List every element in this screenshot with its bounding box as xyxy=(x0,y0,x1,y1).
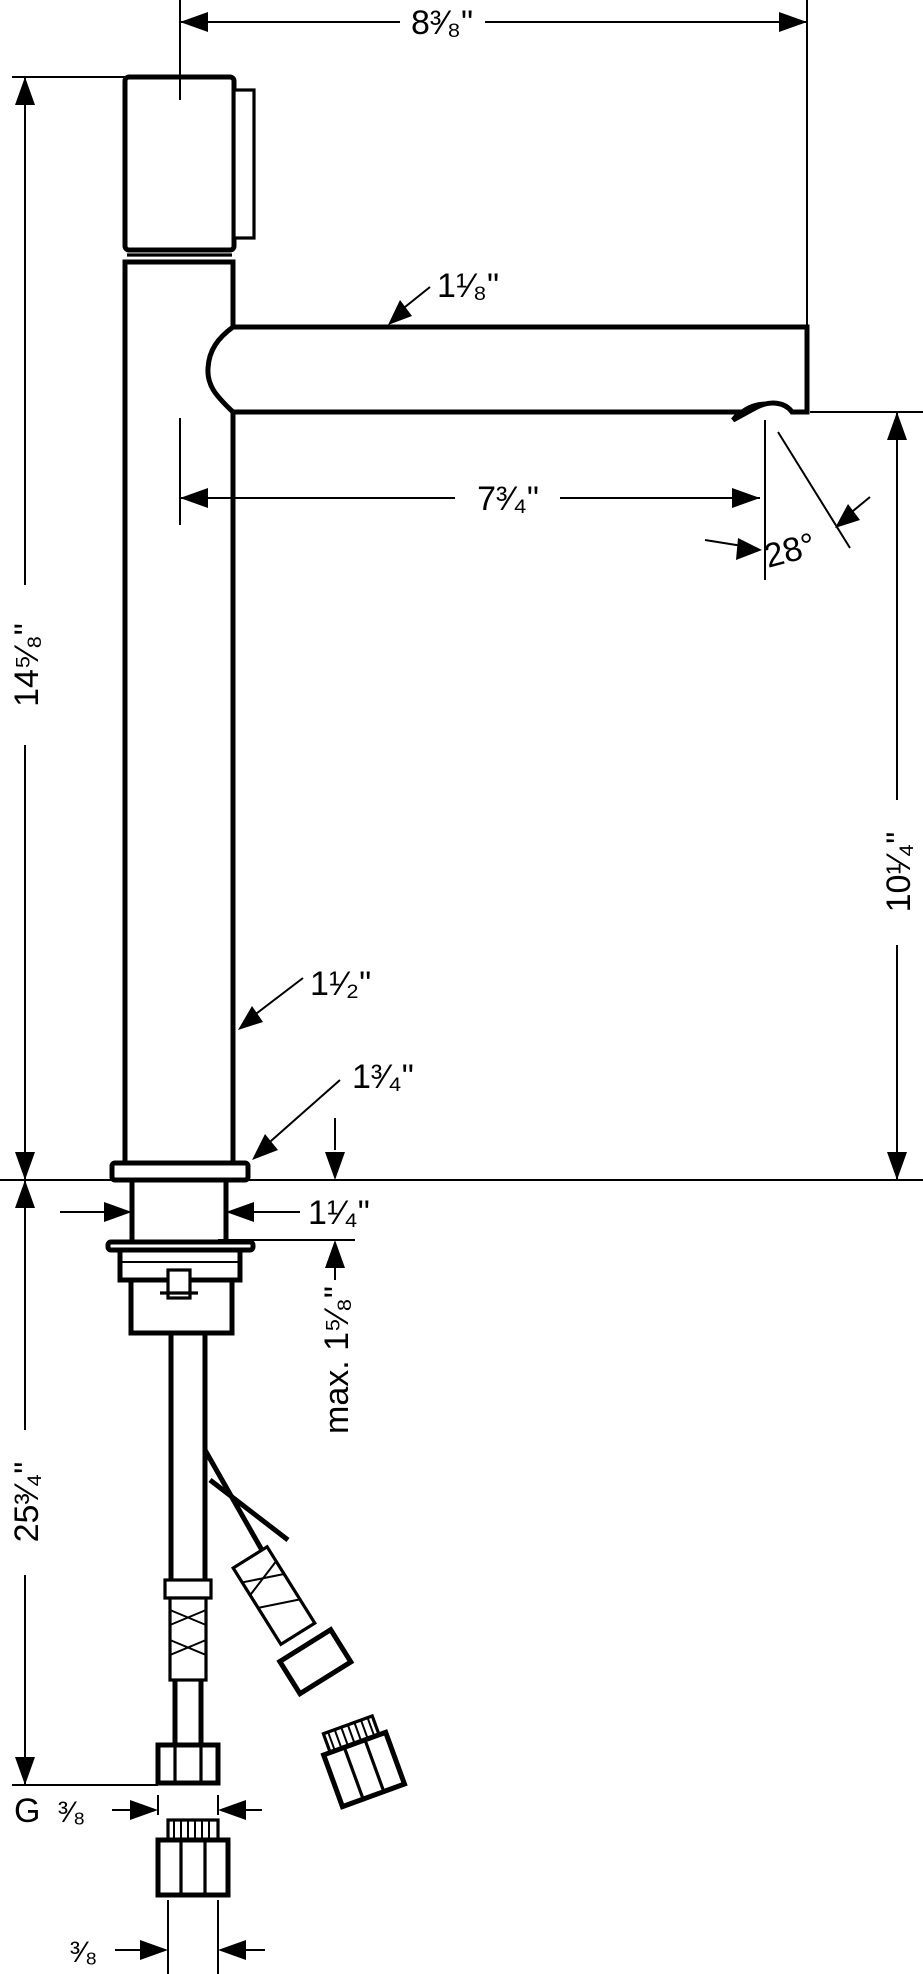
dim-spout-reach: 7³⁄₄" xyxy=(180,480,760,518)
arrow-left xyxy=(130,1800,158,1820)
connector-size-label: ³⁄₈ xyxy=(70,1936,97,1969)
arrow-left xyxy=(180,488,208,508)
adapter-facet-2 xyxy=(363,1739,386,1793)
supply-hoses xyxy=(155,1333,408,1898)
arrow-left xyxy=(140,1940,168,1960)
arrow-right xyxy=(732,488,760,508)
arrow-left xyxy=(180,12,208,32)
dim-max-deck-thickness: max. 1⁵⁄₈" xyxy=(318,1240,356,1434)
dim-base-diameter: 1³⁄₄" xyxy=(252,1058,414,1180)
leader-arrow xyxy=(238,1006,263,1030)
leader-arrow xyxy=(252,1134,278,1160)
shank-diameter-label: 1¹⁄₄" xyxy=(308,1194,370,1232)
leader xyxy=(262,1079,341,1149)
adapter-nut xyxy=(320,1729,408,1810)
bottom-thread xyxy=(166,1818,220,1842)
total-height-label: 14⁵⁄₈" xyxy=(8,623,46,707)
arrow-right xyxy=(779,12,807,32)
arrow-right xyxy=(218,1800,246,1820)
loose-adapter xyxy=(320,1713,408,1810)
angled-fitting xyxy=(230,1544,355,1698)
hose-angled-mid xyxy=(208,1478,290,1542)
hose-crimp xyxy=(163,1578,213,1600)
leader-arrow xyxy=(388,300,412,325)
lever-handle xyxy=(122,74,237,253)
base-flange xyxy=(109,1160,251,1183)
adapter-thread-lines xyxy=(327,1717,376,1752)
arrow-bottom xyxy=(887,1152,907,1180)
thread-size-label: ³⁄₈ xyxy=(58,1796,85,1829)
angled-fitting-knurl xyxy=(241,1560,301,1609)
dim-shank-diameter: 1¹⁄₄" xyxy=(60,1194,370,1232)
bottom-nut xyxy=(155,1837,231,1898)
dim-hose-length: 25³⁄₄" xyxy=(8,1180,158,1786)
arrow-top xyxy=(887,412,907,440)
hose-connector-nut-left xyxy=(155,1742,221,1786)
thread-label: G xyxy=(14,1792,40,1830)
spout-diameter-label: 1¹⁄₈" xyxy=(437,267,499,305)
deck-arrow xyxy=(325,1152,345,1180)
dim-spout-height: 10¹⁄₄" xyxy=(880,412,918,1180)
arrow-right xyxy=(226,1202,254,1222)
dim-spout-diameter: 1¹⁄₈" xyxy=(388,267,499,325)
dim-thread: G ³⁄₈ xyxy=(14,1792,262,1830)
leader xyxy=(247,977,304,1021)
max-deck-thickness-label: max. 1⁵⁄₈" xyxy=(318,1286,356,1434)
angle-line xyxy=(777,431,851,549)
dim-overall-reach: 8³⁄₈" xyxy=(180,4,807,42)
angled-connector-nut xyxy=(276,1626,355,1698)
faucet-body xyxy=(109,74,810,1183)
bottom-connector xyxy=(155,1818,231,1898)
spout-height-label: 10¹⁄₄" xyxy=(880,832,918,913)
dim-total-height: 14⁵⁄₈" xyxy=(8,77,46,1180)
hose-length-label: 25³⁄₄" xyxy=(8,1462,46,1543)
mounting-body xyxy=(128,1277,235,1336)
adapter-facet-1 xyxy=(342,1746,365,1800)
spout-reach-label: 7³⁄₄" xyxy=(477,480,539,518)
threaded-shank xyxy=(129,1177,229,1245)
body-diameter-label: 1¹⁄₂" xyxy=(310,965,371,1003)
base-diameter-label: 1³⁄₄" xyxy=(352,1058,414,1096)
arrow-top xyxy=(15,77,35,105)
dim-connector: ³⁄₈ xyxy=(70,1936,265,1969)
arrow-right xyxy=(218,1940,246,1960)
screw-head xyxy=(166,1268,192,1300)
arrow-bottom xyxy=(15,1757,35,1785)
aerator-outlet xyxy=(731,401,783,422)
hose-fitting xyxy=(168,1596,208,1682)
dim-body-diameter: 1¹⁄₂" xyxy=(238,965,371,1030)
arrow-bottom xyxy=(15,1152,35,1180)
dim-spout-angle: 28° xyxy=(704,496,871,576)
lever-side-cap xyxy=(232,88,256,240)
spout-angle-label: 28° xyxy=(760,526,820,576)
bottom-thread-lines xyxy=(173,1820,210,1840)
angled-fitting-body xyxy=(230,1544,318,1647)
arrow-up xyxy=(325,1240,345,1268)
fitting-knurl xyxy=(169,1609,207,1656)
angle-arrow-left xyxy=(736,538,762,560)
underdeck-fixing xyxy=(105,1177,256,1336)
angle-arrow-right xyxy=(835,504,860,528)
spout xyxy=(205,324,810,423)
arrow-left xyxy=(104,1202,132,1222)
overall-reach-label: 8³⁄₈" xyxy=(411,4,473,42)
arrow-top xyxy=(15,1180,35,1208)
